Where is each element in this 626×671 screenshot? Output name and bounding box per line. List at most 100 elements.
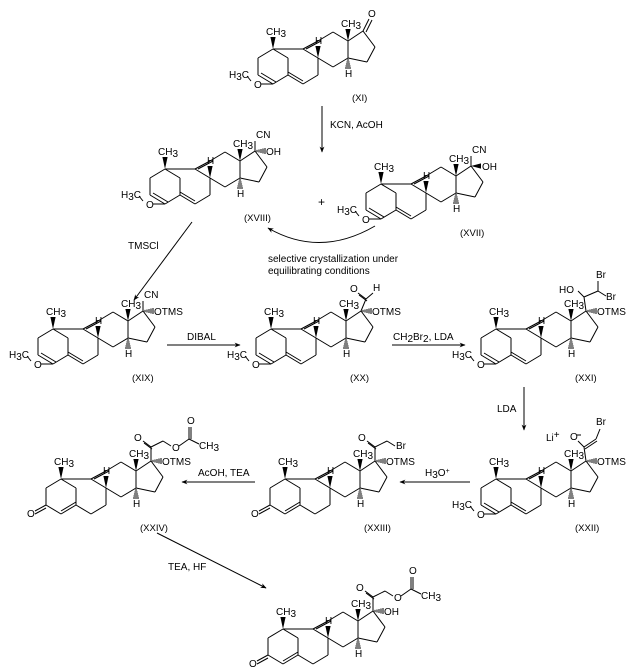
bond [589, 326, 599, 343]
bond [162, 440, 172, 447]
h-label: H [207, 156, 214, 167]
bond [269, 504, 286, 515]
bond [540, 461, 557, 472]
bond [246, 75, 252, 82]
substituent-label: OH [384, 607, 399, 618]
double-bond [256, 657, 269, 665]
bond [583, 446, 587, 462]
double-bond [143, 442, 153, 450]
methyl-label: CH3 [564, 449, 584, 462]
bond [300, 320, 317, 330]
bond [112, 337, 129, 348]
wedge-bond [493, 317, 499, 329]
oxygen-label: O [252, 360, 260, 371]
oxygen-label: O [356, 583, 364, 594]
bond [440, 192, 457, 203]
wedge-bond [357, 459, 363, 471]
bond [364, 326, 374, 343]
bond [52, 354, 69, 365]
bond [344, 487, 361, 498]
bond [45, 504, 62, 515]
bond [570, 310, 587, 322]
methyl-label: CH3 [341, 19, 361, 32]
compound-label: (XIX) [132, 373, 154, 384]
oxygen-label: O [187, 416, 195, 427]
bond [380, 209, 397, 220]
bond [570, 460, 587, 472]
bromine-label: Br [606, 292, 617, 303]
bond [82, 354, 99, 365]
nitrile-label: CN [472, 145, 486, 156]
methyl-label: CH3 [564, 299, 584, 312]
double-bond [258, 352, 275, 363]
bond [345, 337, 366, 343]
bond [194, 160, 211, 170]
bond [577, 290, 585, 298]
bond [90, 504, 107, 515]
nitrile-label: CN [144, 290, 158, 301]
wedge-bond [493, 467, 499, 479]
bond [474, 181, 484, 198]
bond [34, 504, 47, 512]
wedge-bond [568, 459, 574, 471]
bond [372, 610, 386, 628]
bond [97, 337, 114, 348]
bond [365, 292, 374, 300]
double-bond [368, 207, 385, 218]
reagent-crystallization-1: selective crystallization under [268, 254, 399, 265]
wedge-bond [453, 164, 459, 176]
bond [366, 440, 376, 448]
bond [357, 292, 367, 300]
h-label: H [373, 283, 380, 294]
bond [332, 31, 349, 42]
bond [330, 337, 347, 348]
methyl-label: CH3 [121, 299, 141, 312]
substituent-label: OTMS [162, 457, 191, 468]
bond [555, 311, 572, 322]
methyl-label: CH3 [276, 607, 296, 620]
oxygen-label: O [358, 433, 366, 444]
oxygen-label: O [34, 360, 42, 371]
substituent-label: OTMS [597, 307, 626, 318]
compound-label: (XVIII) [244, 213, 271, 224]
bond [150, 440, 164, 448]
oxygen-label: O [27, 509, 35, 520]
bond [127, 310, 144, 322]
bond [540, 337, 557, 348]
bond [75, 504, 92, 515]
bond [120, 487, 137, 498]
bond [469, 505, 475, 512]
wedge-bond [237, 149, 243, 161]
double-bond [85, 320, 102, 330]
bond [239, 150, 256, 162]
double-bond [528, 320, 545, 330]
wedge-bond [327, 476, 333, 488]
bond [37, 328, 54, 339]
arrow-equilibration [267, 225, 376, 243]
lithium-label: Li+ [546, 430, 560, 444]
double-bond [284, 501, 301, 512]
bond [300, 354, 317, 365]
bond [120, 461, 137, 472]
wedge-bond [471, 163, 481, 169]
h-label: H [95, 316, 102, 327]
methoxy-label: H3C [121, 190, 141, 203]
double-bond [584, 440, 598, 450]
h-label: H [325, 616, 332, 627]
bond [149, 194, 166, 205]
methyl-label: CH3 [54, 457, 74, 470]
h-label: H [313, 316, 320, 327]
bond [555, 337, 572, 348]
bond [583, 290, 599, 298]
bond [354, 210, 360, 217]
bond [330, 311, 347, 322]
wedge-bond [270, 37, 276, 49]
bond [555, 487, 572, 498]
bond [194, 194, 211, 205]
substituent-label: OTMS [386, 457, 415, 468]
bond [105, 487, 122, 498]
bond [209, 177, 226, 188]
